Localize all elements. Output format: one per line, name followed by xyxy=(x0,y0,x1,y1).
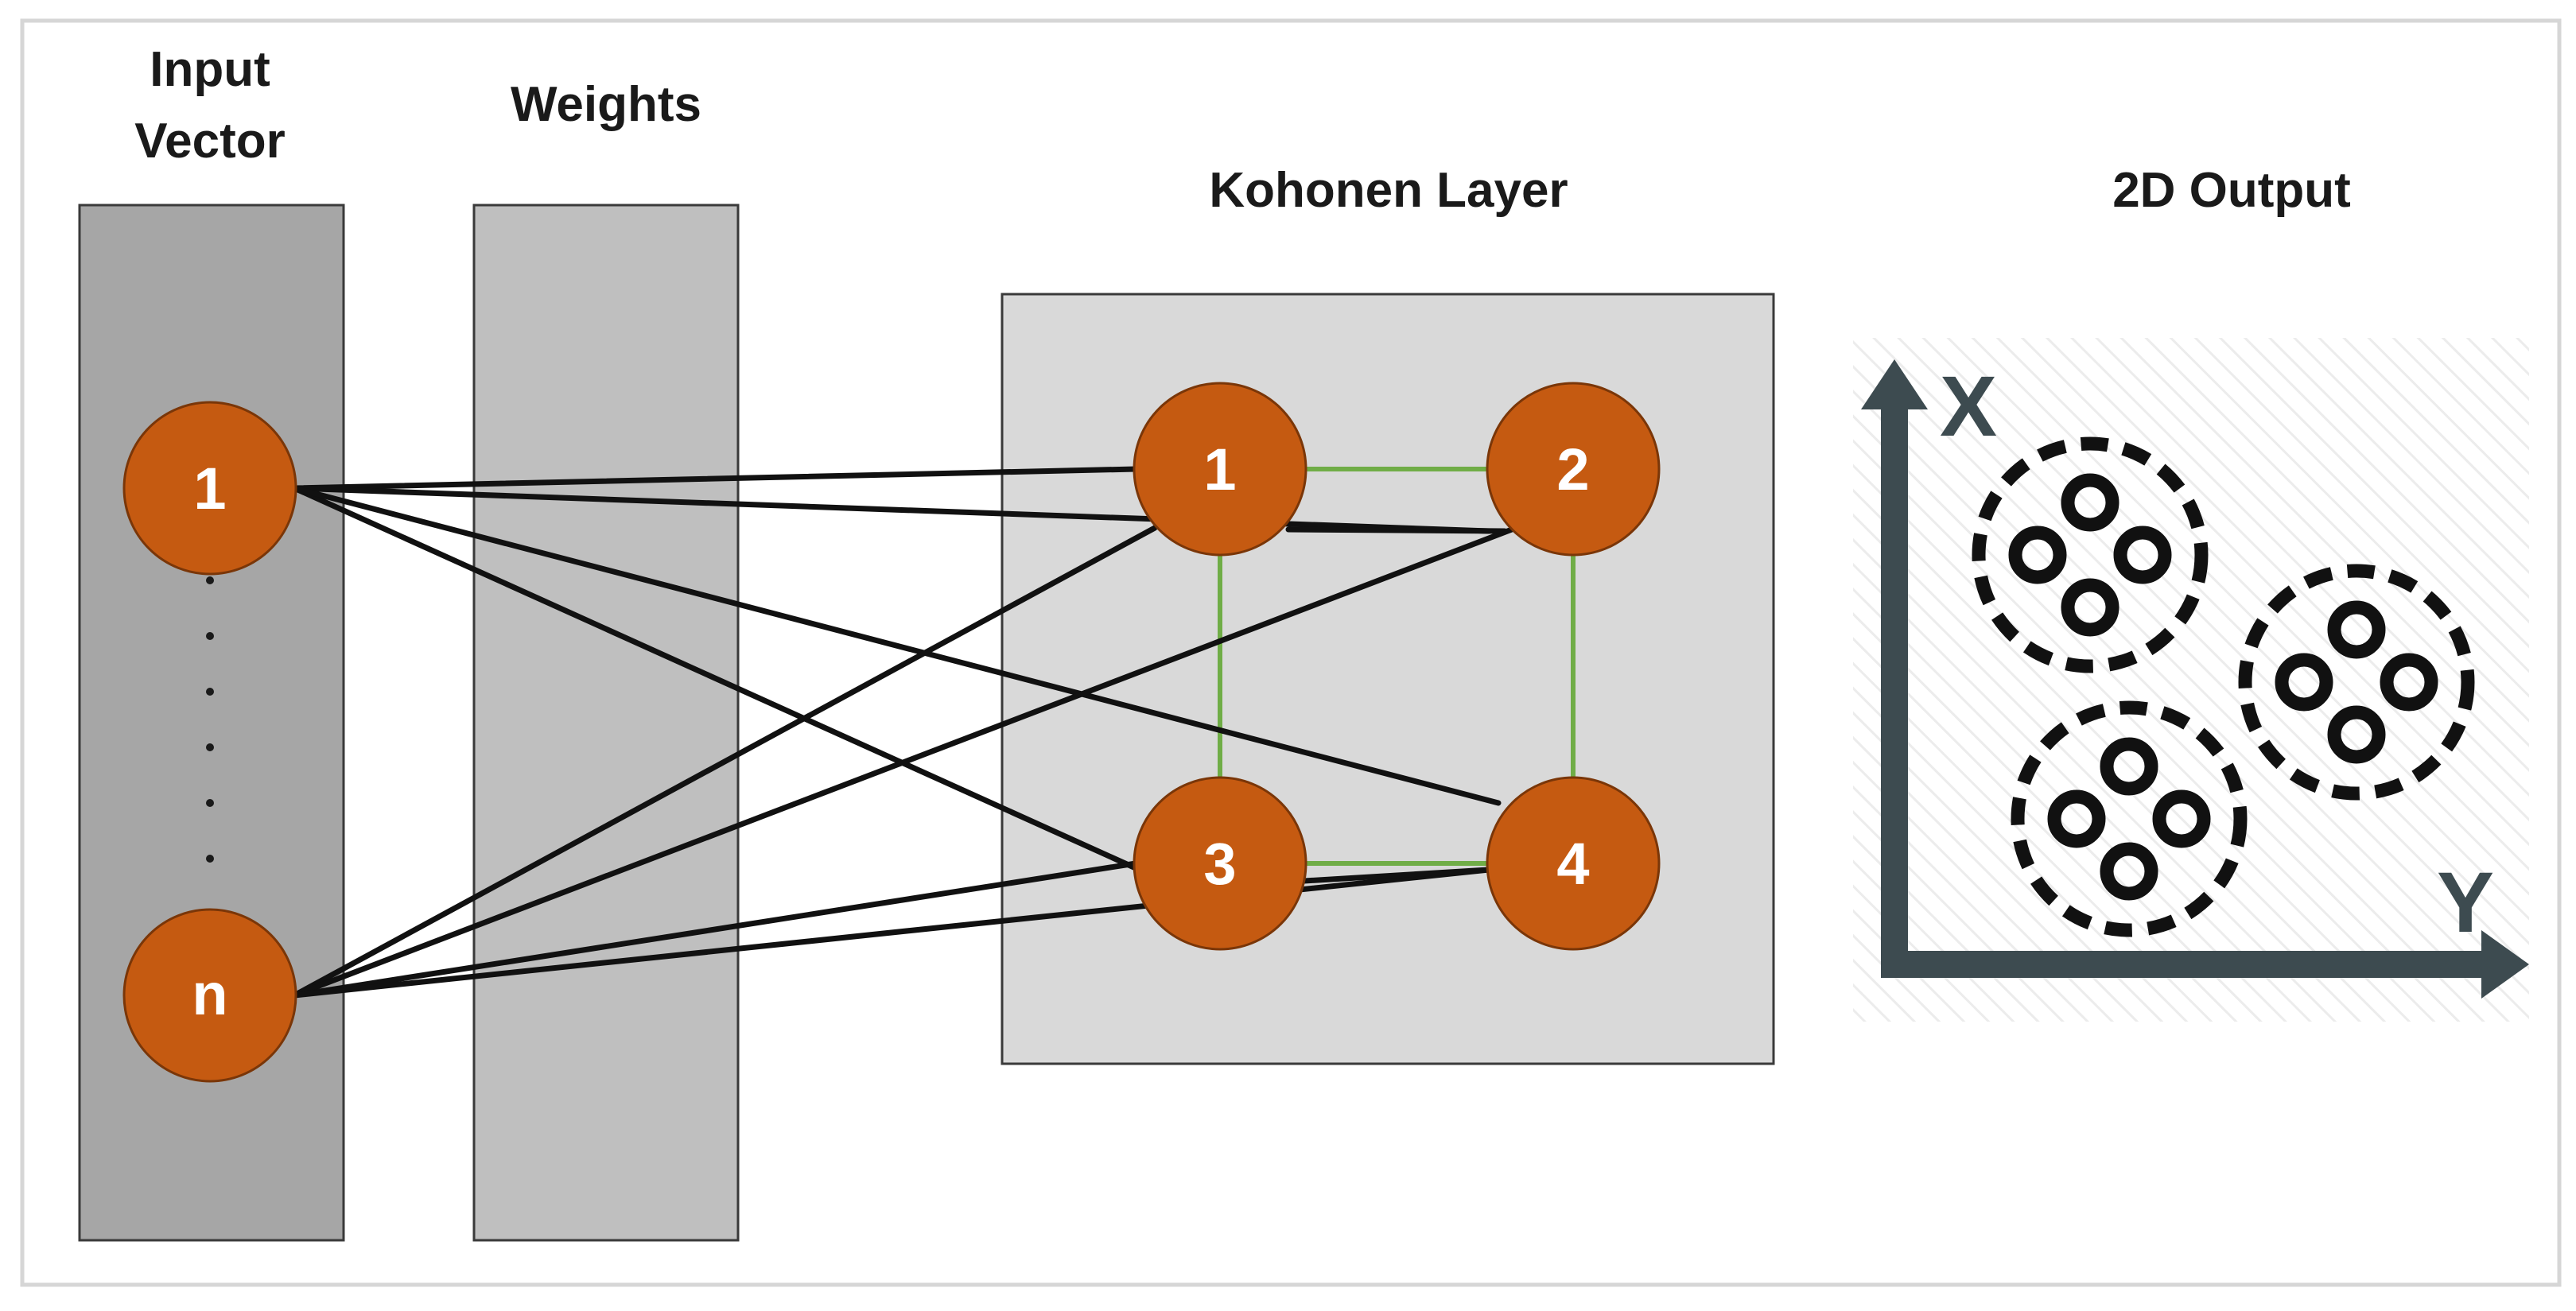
input-vector-panel xyxy=(78,204,345,1242)
weights-title: Weights xyxy=(511,77,701,132)
axis-y-letter: Y xyxy=(2437,854,2494,950)
input-node-1: 1 xyxy=(122,401,297,576)
cluster-2 xyxy=(2238,564,2475,801)
input-vector-title-line2: Vector xyxy=(134,114,286,169)
weights-panel xyxy=(472,204,740,1242)
axes-icon xyxy=(1861,359,2529,999)
kohonen-node-4: 4 xyxy=(1486,776,1661,951)
kohonen-node-2-label: 2 xyxy=(1556,436,1589,502)
kohonen-layer-title: Kohonen Layer xyxy=(1209,163,1568,218)
input-node-1-label: 1 xyxy=(193,456,226,522)
kohonen-node-1-label: 1 xyxy=(1203,436,1236,502)
cluster-3 xyxy=(2011,700,2248,937)
input-vector-title-line1: Input xyxy=(150,42,270,97)
input-ellipsis xyxy=(206,576,214,863)
input-node-n: n xyxy=(122,908,297,1083)
kohonen-node-2: 2 xyxy=(1486,382,1661,557)
axis-x-letter: X xyxy=(1940,358,1997,454)
kohonen-node-3-label: 3 xyxy=(1203,831,1236,897)
cluster-1 xyxy=(1972,436,2209,673)
output-2d-icon: X Y xyxy=(1853,338,2529,1022)
kohonen-node-4-label: 4 xyxy=(1556,831,1589,897)
kohonen-node-1: 1 xyxy=(1133,382,1307,557)
kohonen-node-3: 3 xyxy=(1133,776,1307,951)
output-title: 2D Output xyxy=(2112,163,2351,218)
input-node-n-label: n xyxy=(192,961,227,1027)
